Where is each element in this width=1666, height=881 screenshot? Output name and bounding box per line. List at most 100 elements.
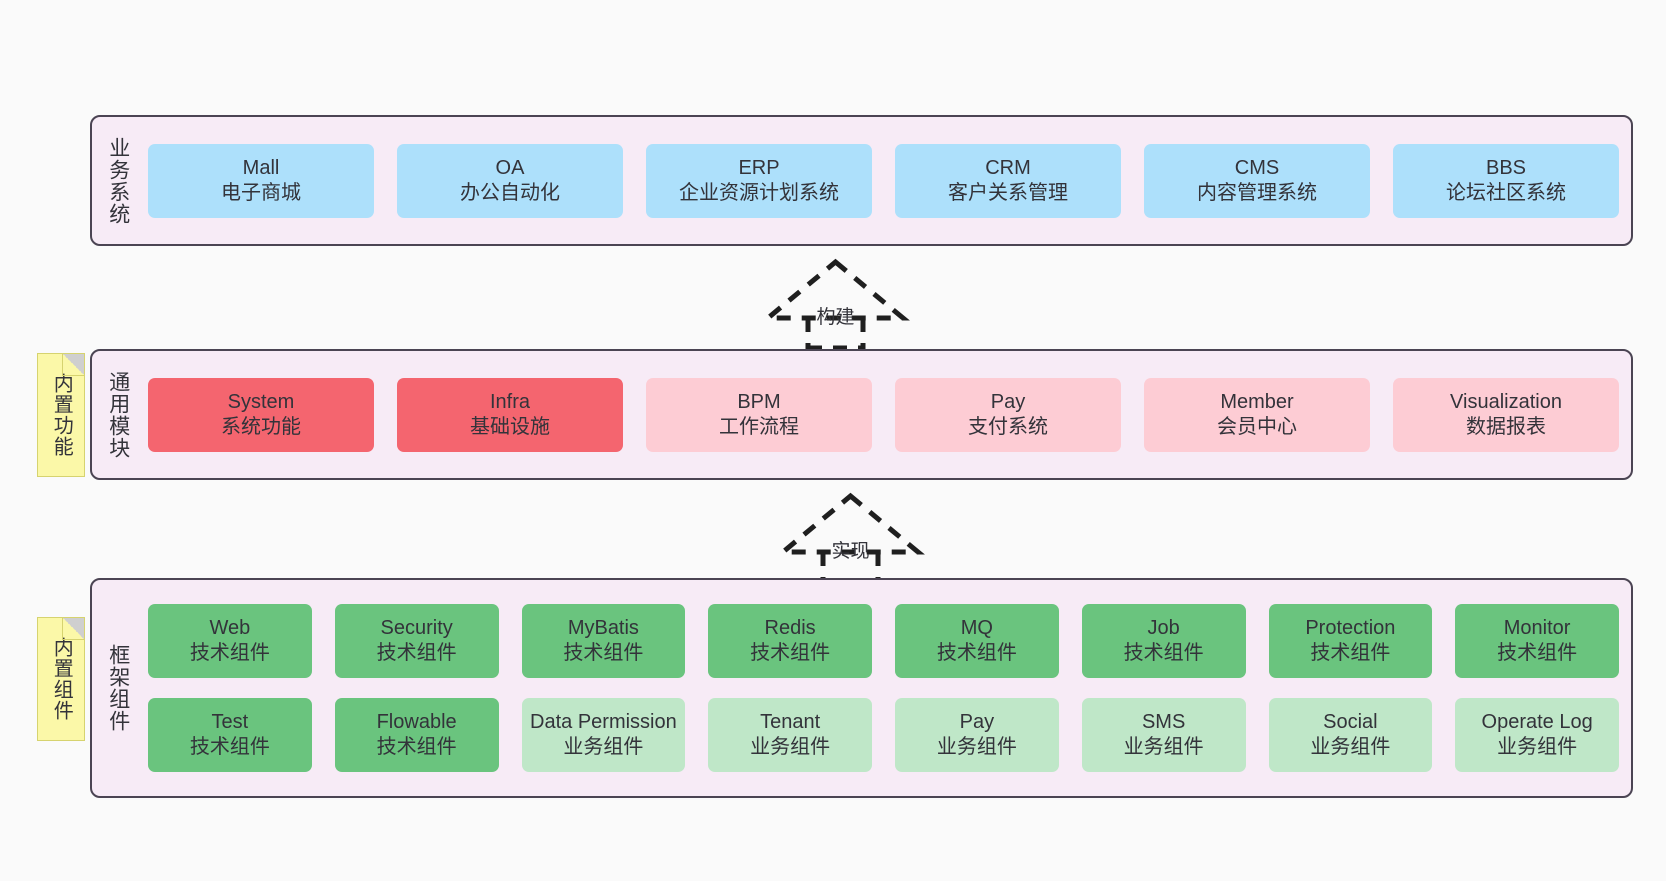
- node-title: ERP: [738, 156, 780, 179]
- node-title: Infra: [489, 390, 531, 413]
- node-title: CMS: [1234, 156, 1280, 179]
- node-title: Flowable: [376, 711, 457, 734]
- node-crm[interactable]: CRM 客户关系管理: [895, 143, 1121, 218]
- note-label: 内置组件: [50, 637, 73, 721]
- node-title: SMS: [1141, 711, 1186, 734]
- node-title: Data Permission: [530, 711, 677, 734]
- node-title: OA: [495, 156, 525, 179]
- node-title: Pay: [990, 390, 1026, 413]
- node-subtitle: 内容管理系统: [1197, 181, 1317, 204]
- node-mybatis[interactable]: MyBatis 技术组件: [521, 604, 686, 678]
- layer-title-business-system: 业务系统: [106, 136, 130, 225]
- connector-implement: 实现: [776, 492, 925, 585]
- node-pay-component[interactable]: Pay 业务组件: [895, 698, 1059, 772]
- node-cms[interactable]: CMS 内容管理系统: [1144, 143, 1370, 218]
- node-row: Test 技术组件 Flowable 技术组件 Data Permission …: [148, 698, 1619, 772]
- node-infra[interactable]: Infra 基础设施: [397, 377, 623, 452]
- node-operate-log[interactable]: Operate Log 业务组件: [1455, 698, 1619, 772]
- node-subtitle: 技术组件: [376, 642, 457, 664]
- node-title: Web: [209, 617, 251, 640]
- node-subtitle: 业务组件: [1310, 736, 1391, 758]
- node-title: Security: [380, 617, 453, 640]
- connector-build-label: 构建: [816, 307, 855, 328]
- node-title: Operate Log: [1481, 711, 1593, 734]
- node-subtitle: 论坛社区系统: [1446, 181, 1566, 204]
- node-monitor[interactable]: Monitor 技术组件: [1455, 604, 1619, 678]
- node-title: Member: [1220, 390, 1294, 413]
- node-sms[interactable]: SMS 业务组件: [1081, 698, 1246, 772]
- node-subtitle: 会员中心: [1217, 415, 1297, 438]
- node-system[interactable]: System 系统功能: [148, 377, 374, 452]
- node-subtitle: 技术组件: [1310, 642, 1391, 664]
- node-title: Test: [211, 711, 249, 734]
- node-subtitle: 数据报表: [1466, 415, 1546, 438]
- node-title: MyBatis: [567, 617, 639, 640]
- node-title: Protection: [1305, 617, 1396, 640]
- note-builtin-features[interactable]: 内置功能: [37, 353, 85, 477]
- note-label: 内置功能: [50, 373, 73, 457]
- node-subtitle: 支付系统: [968, 415, 1048, 438]
- node-subtitle: 技术组件: [376, 736, 457, 758]
- node-subtitle: 业务组件: [563, 736, 644, 758]
- node-title: Social: [1323, 711, 1378, 734]
- node-member[interactable]: Member 会员中心: [1144, 377, 1370, 452]
- node-subtitle: 业务组件: [750, 736, 831, 758]
- layer-body-framework-component: Web 技术组件 Security 技术组件 MyBatis 技术组件 Redi…: [144, 580, 1631, 796]
- note-fold-icon: [62, 354, 84, 376]
- node-title: Tenant: [760, 711, 821, 734]
- node-title: BPM: [737, 390, 781, 413]
- node-visualization[interactable]: Visualization 数据报表: [1393, 377, 1619, 452]
- node-subtitle: 技术组件: [936, 642, 1017, 664]
- node-flowable[interactable]: Flowable 技术组件: [334, 698, 499, 772]
- node-title: MQ: [960, 617, 993, 640]
- generalization-arrow-icon: [761, 258, 910, 351]
- layer-title-framework-component: 框架组件: [106, 644, 130, 732]
- node-subtitle: 业务组件: [1123, 736, 1204, 758]
- node-subtitle: 技术组件: [750, 642, 831, 664]
- node-bpm[interactable]: BPM 工作流程: [646, 377, 872, 452]
- node-subtitle: 基础设施: [470, 415, 550, 438]
- node-title: Visualization: [1450, 390, 1562, 413]
- node-social[interactable]: Social 业务组件: [1268, 698, 1433, 772]
- node-subtitle: 技术组件: [189, 642, 270, 664]
- node-protection[interactable]: Protection 技术组件: [1268, 604, 1433, 678]
- layer-body-common-module: System 系统功能 Infra 基础设施 BPM 工作流程 Pay 支付系统…: [144, 351, 1631, 478]
- node-row: Web 技术组件 Security 技术组件 MyBatis 技术组件 Redi…: [148, 604, 1619, 678]
- node-pay-module[interactable]: Pay 支付系统: [895, 377, 1121, 452]
- node-subtitle: 工作流程: [719, 415, 799, 438]
- node-data-permission[interactable]: Data Permission 业务组件: [521, 698, 686, 772]
- layer-body-business-system: Mall 电子商城 OA 办公自动化 ERP 企业资源计划系统 CRM 客户关系…: [144, 117, 1631, 244]
- layer-business-system[interactable]: 业务系统 Mall 电子商城 OA 办公自动化 ERP 企业资源计划系统 CRM…: [90, 115, 1633, 246]
- node-mq[interactable]: MQ 技术组件: [895, 604, 1059, 678]
- node-subtitle: 技术组件: [563, 642, 644, 664]
- node-web[interactable]: Web 技术组件: [148, 604, 312, 678]
- node-subtitle: 技术组件: [1497, 642, 1578, 664]
- node-security[interactable]: Security 技术组件: [334, 604, 499, 678]
- node-bbs[interactable]: BBS 论坛社区系统: [1393, 143, 1619, 218]
- node-subtitle: 技术组件: [189, 736, 270, 758]
- node-tenant[interactable]: Tenant 业务组件: [708, 698, 872, 772]
- node-title: BBS: [1485, 156, 1527, 179]
- node-oa[interactable]: OA 办公自动化: [397, 143, 623, 218]
- node-subtitle: 客户关系管理: [948, 181, 1068, 204]
- node-redis[interactable]: Redis 技术组件: [708, 604, 872, 678]
- node-subtitle: 办公自动化: [460, 181, 560, 204]
- node-subtitle: 系统功能: [221, 415, 301, 438]
- node-subtitle: 企业资源计划系统: [679, 181, 839, 204]
- layer-common-module[interactable]: 通用模块 System 系统功能 Infra 基础设施 BPM 工作流程 Pay…: [90, 349, 1633, 480]
- connector-build: 构建: [761, 258, 910, 351]
- node-erp[interactable]: ERP 企业资源计划系统: [646, 143, 872, 218]
- node-row: System 系统功能 Infra 基础设施 BPM 工作流程 Pay 支付系统…: [148, 377, 1619, 452]
- layer-framework-component[interactable]: 框架组件 Web 技术组件 Security 技术组件 MyBatis 技术组件…: [90, 578, 1633, 798]
- node-mall[interactable]: Mall 电子商城: [148, 143, 374, 218]
- node-subtitle: 技术组件: [1123, 642, 1204, 664]
- node-test[interactable]: Test 技术组件: [148, 698, 312, 772]
- note-builtin-components[interactable]: 内置组件: [37, 617, 85, 741]
- node-title: CRM: [985, 156, 1031, 179]
- layer-title-common-module: 通用模块: [106, 370, 130, 459]
- node-job[interactable]: Job 技术组件: [1081, 604, 1246, 678]
- node-row: Mall 电子商城 OA 办公自动化 ERP 企业资源计划系统 CRM 客户关系…: [148, 143, 1619, 218]
- node-title: Pay: [959, 711, 995, 734]
- node-title: Monitor: [1503, 617, 1571, 640]
